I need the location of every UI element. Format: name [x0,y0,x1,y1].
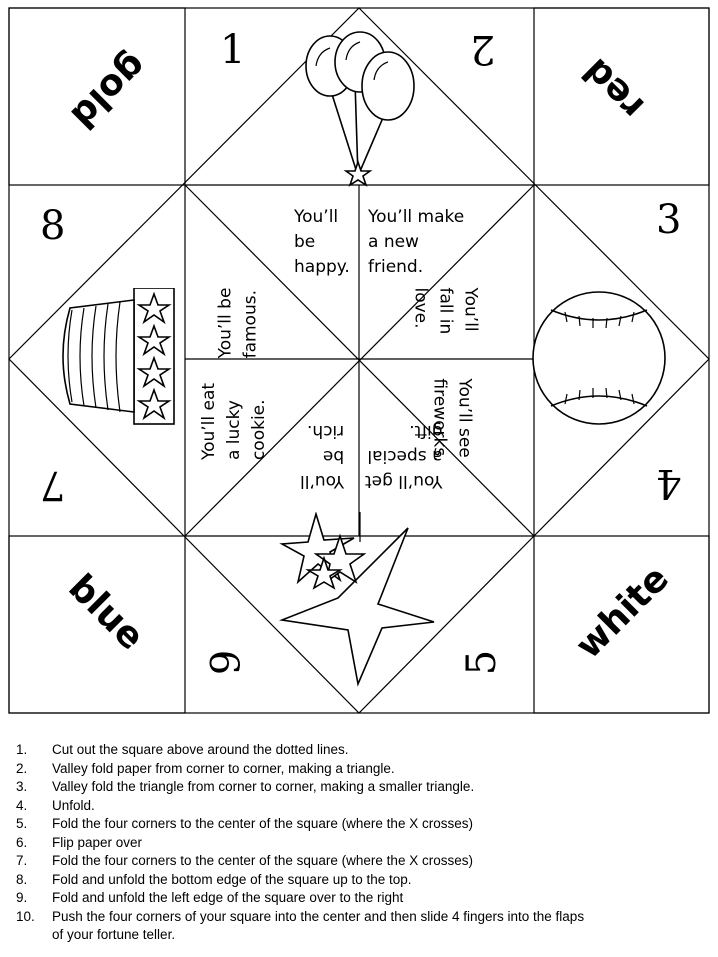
instruction-text: Cut out the square above around the dott… [52,742,349,757]
instruction-step: 1. Cut out the square above around the do… [0,741,700,760]
balloons-icon [305,31,415,187]
instruction-text: Fold the four corners to the center of t… [52,816,473,831]
instruction-step: 3. Valley fold the triangle from corner t… [0,778,700,797]
instruction-number: 9. [16,890,28,905]
instruction-text: Fold and unfold the left edge of the squ… [52,890,404,905]
instruction-text: Push the four corners of your square int… [52,908,585,943]
number-4: 4 [656,460,682,506]
fortune-rich: You’ll be rich. [300,421,345,491]
fortune-gift: You’ll get a special gift. [365,421,443,491]
number-8: 8 [40,203,66,249]
instruction-step: 8. Fold and unfold the bottom edge of the… [0,871,700,890]
number-1: 1 [220,27,246,73]
number-6: 6 [200,649,247,676]
instruction-number: 8. [16,871,28,887]
instruction-text: Fold the four corners to the center of t… [52,853,473,868]
instruction-step: 9. Fold and unfold the left edge of the s… [0,889,700,908]
instruction-text: Flip paper over [52,834,143,850]
instruction-number: 6. [16,834,28,850]
instruction-step: 5. Fold the four corners to the center of… [0,815,700,834]
instruction-number: 1. [16,742,28,757]
instruction-number: 10. [16,908,35,924]
instruction-number: 5. [16,816,28,831]
fortune-famous: You’ll be famous. [215,287,261,359]
stars-icon [278,512,435,687]
fortune-friend: You’ll make a new friend. [368,207,465,277]
instructions-list: 1. Cut out the square above around the do… [0,741,700,945]
fortune-love: You’ll fall in love. [410,287,481,335]
instruction-text: Valley fold the triangle from corner to … [52,779,475,794]
instruction-step: 7. Fold the four corners to the center of… [0,852,700,871]
instruction-text: Valley fold paper from corner to corner,… [52,760,395,776]
instruction-step: 6. Flip paper over [0,834,700,853]
instruction-step: 2. Valley fold paper from corner to corne… [0,760,700,779]
fortune-cookie: You’ll eat a lucky cookie. [199,382,270,461]
instruction-number: 2. [16,760,28,776]
fold-lines [8,7,710,714]
instruction-number: 4. [16,797,28,813]
fortune-happy: You’ll be happy. [294,207,350,277]
top-hat-icon [62,288,175,425]
instruction-text: Unfold. [52,797,95,813]
baseball-icon [532,291,666,425]
instruction-step: 4. Unfold. [0,797,700,816]
instruction-number: 7. [16,853,28,868]
number-3: 3 [656,197,682,243]
instruction-text: Fold and unfold the bottom edge of the s… [52,871,412,887]
number-5: 5 [459,649,506,676]
number-2: 2 [470,26,496,72]
number-7: 7 [40,462,66,508]
instruction-step: 10. Push the four corners of your square … [0,908,700,945]
fortune-teller-sheet: gold red blue white 1 2 3 4 5 6 7 8 You’… [8,7,710,714]
instruction-number: 3. [16,779,28,794]
